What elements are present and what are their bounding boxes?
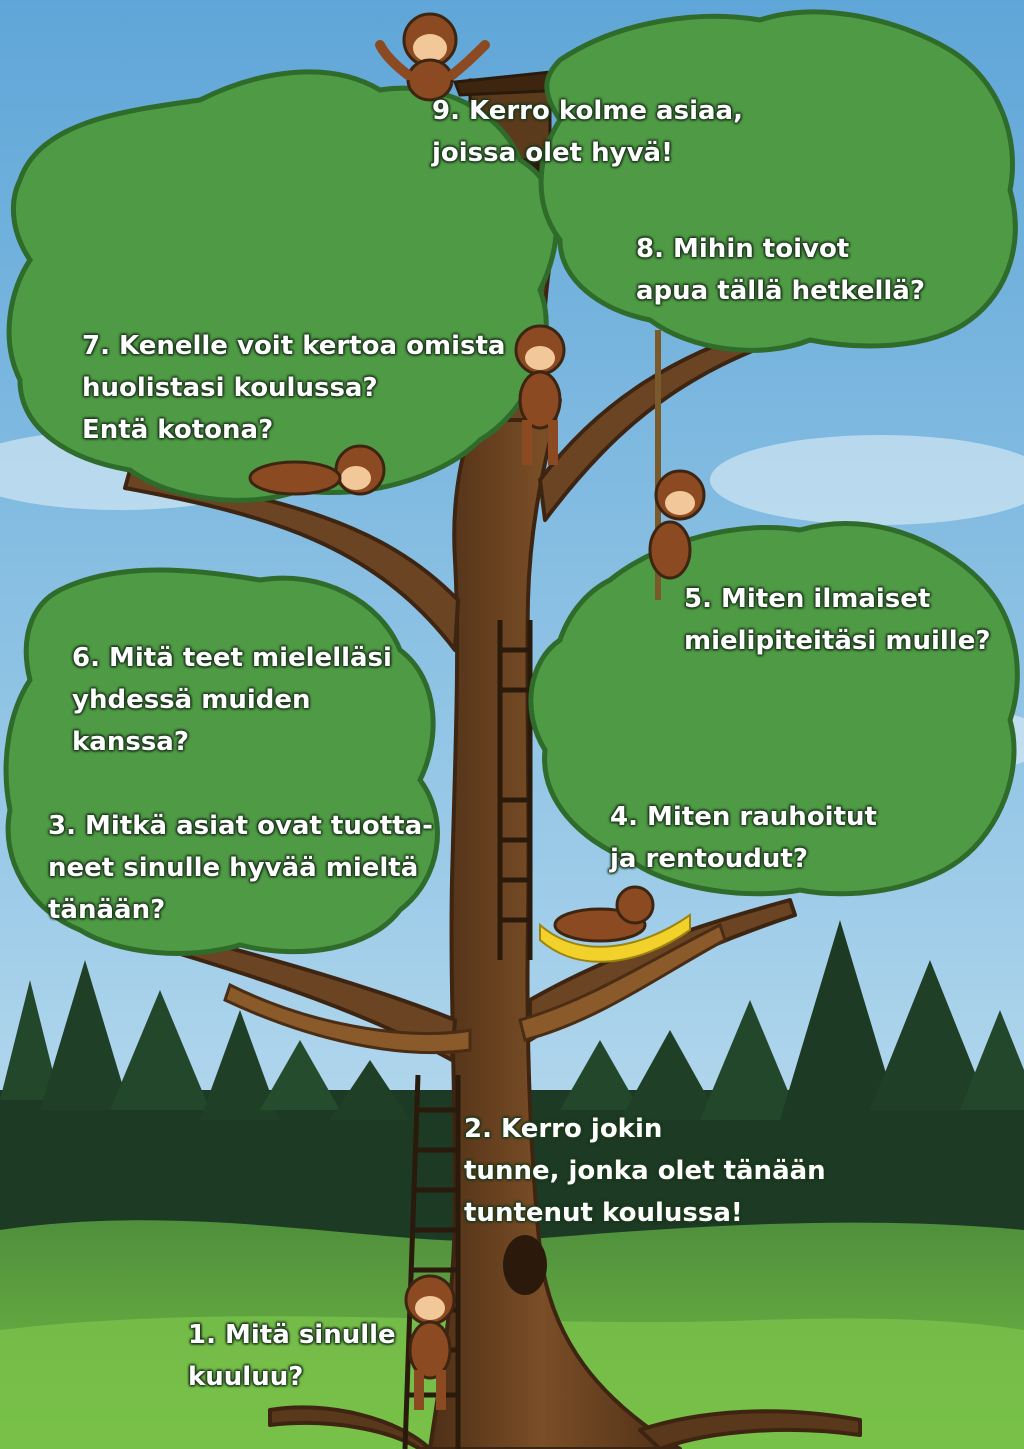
question-2: 2. Kerro jokin tunne, jonka olet tänään … <box>464 1114 826 1228</box>
question-5: 5. Miten ilmaiset mielipiteitäsi muille? <box>684 584 991 656</box>
monkey-top <box>375 12 490 102</box>
question-9: 9. Kerro kolme asiaa, joissa olet hyvä! <box>432 96 743 168</box>
rope-bridge <box>223 922 727 1055</box>
monkey-rope <box>648 330 706 600</box>
question-4: 4. Miten rauhoitut ja rentoudut? <box>610 802 877 874</box>
question-6: 6. Mitä teet mielelläsi yhdessä muiden k… <box>72 643 392 757</box>
question-7: 7. Kenelle voit kertoa omista huolistasi… <box>82 331 506 445</box>
question-1: 1. Mitä sinulle kuuluu? <box>188 1320 396 1392</box>
tree-knothole <box>503 1235 547 1295</box>
monkey-worried <box>514 324 566 465</box>
ladders <box>402 620 533 1449</box>
monkey-lying <box>248 444 386 496</box>
monkey-hammock <box>539 885 691 963</box>
question-3: 3. Mitkä asiat ovat tuotta- neet sinulle… <box>48 811 433 925</box>
leaf-canopies <box>3 9 1020 956</box>
question-8: 8. Mihin toivot apua tällä hetkellä? <box>636 234 925 306</box>
monkey-ladder <box>404 1274 456 1410</box>
